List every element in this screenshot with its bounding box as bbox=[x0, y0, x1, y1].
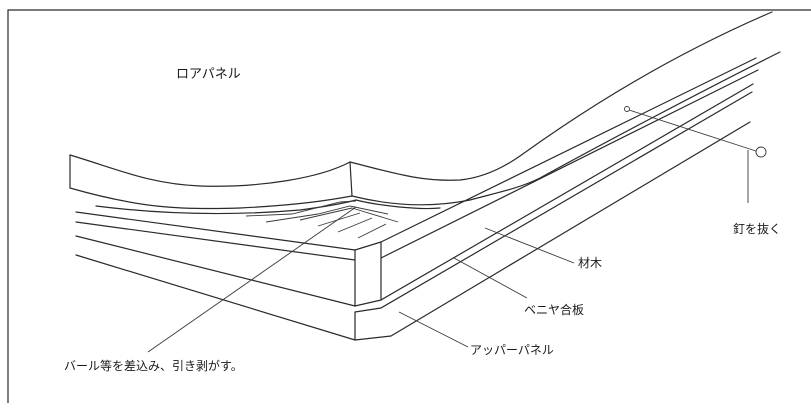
nail-marker bbox=[624, 106, 767, 203]
frame bbox=[7, 9, 811, 404]
diagram-title: ロアパネル bbox=[176, 67, 241, 82]
leader-lines bbox=[147, 206, 575, 353]
label-bar-instruction: バール等を差込み、引き剥がす。 bbox=[64, 358, 243, 373]
label-lumber: 材木 bbox=[578, 256, 602, 270]
label-nail: 釘を抜く bbox=[733, 221, 781, 236]
inner-recess bbox=[95, 199, 441, 239]
upper-panel bbox=[75, 121, 751, 341]
lower-panel bbox=[69, 11, 781, 210]
label-upper-panel: アッパーパネル bbox=[470, 343, 554, 357]
lumber-block bbox=[75, 57, 759, 307]
label-plywood: ベニヤ合板 bbox=[524, 302, 584, 317]
plywood-layer bbox=[75, 83, 754, 313]
